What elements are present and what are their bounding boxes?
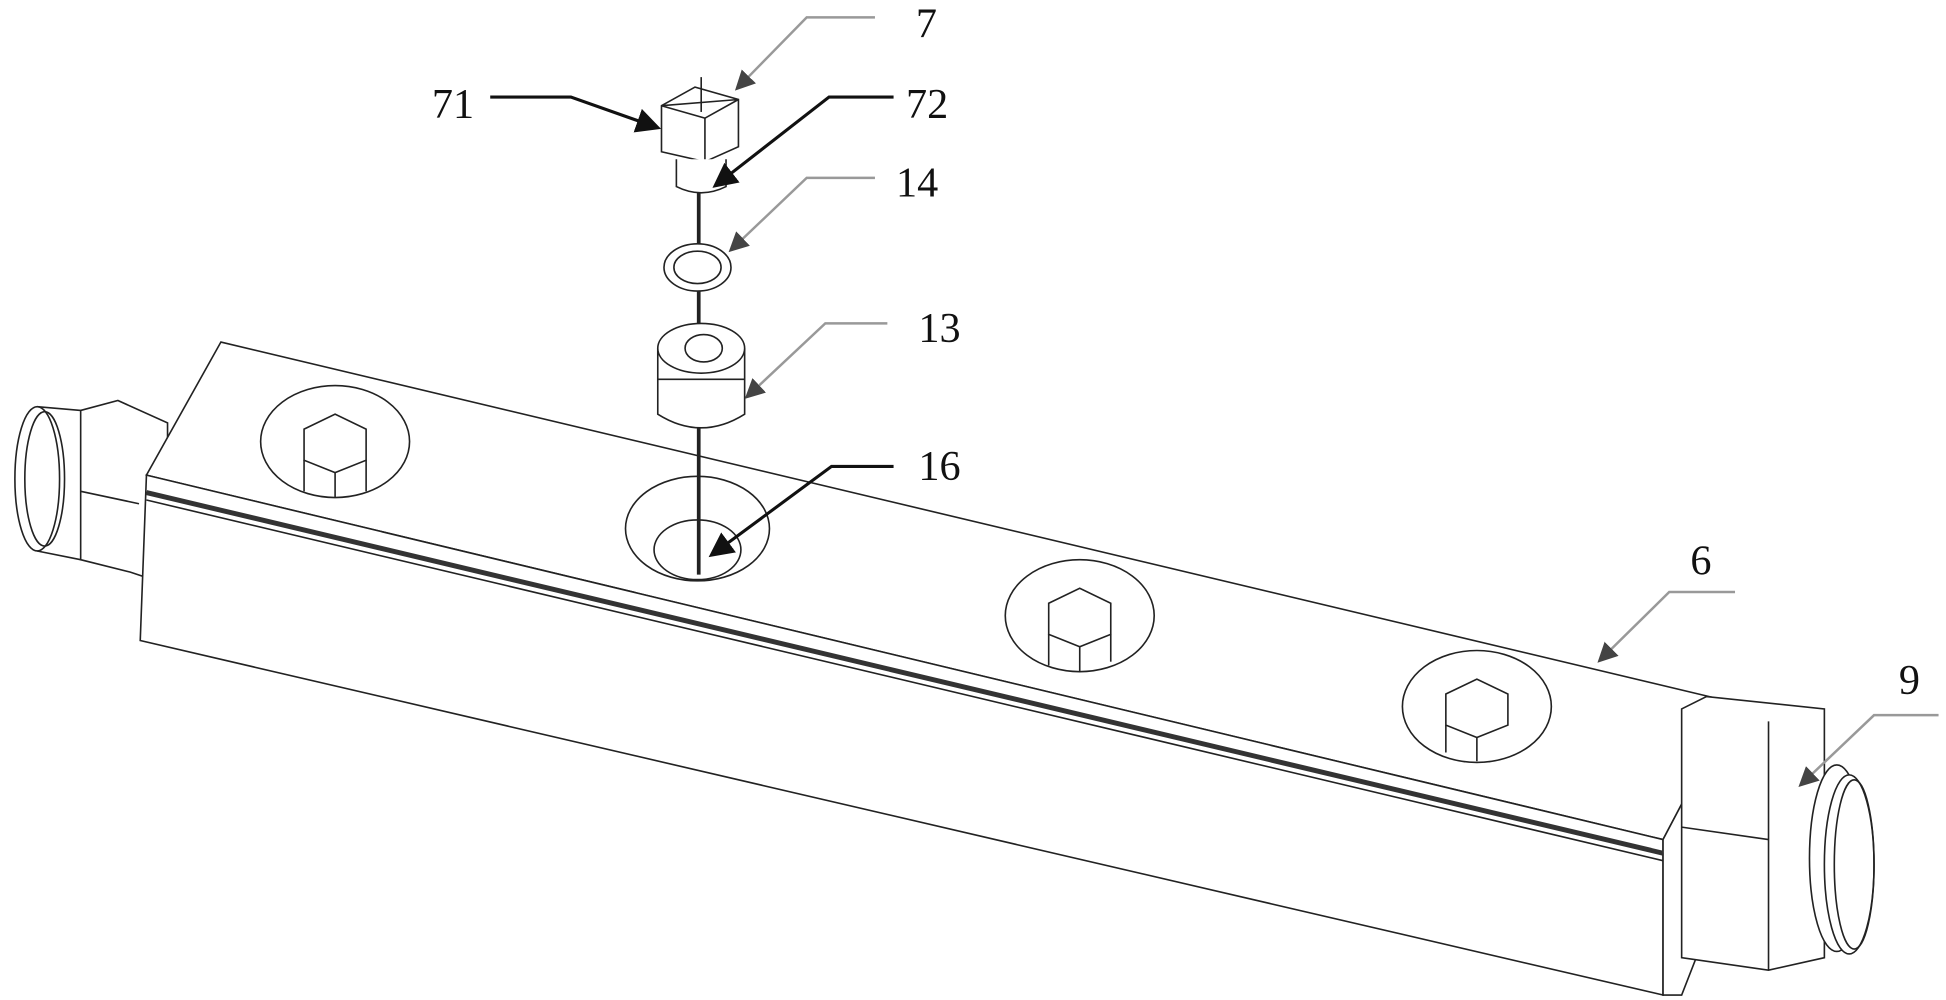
label-7: 7 [916,0,937,47]
part-13-sleeve [656,322,746,429]
label-71: 71 [432,81,474,128]
label-16: 16 [918,443,960,490]
manifold-bar [139,341,1737,997]
label-14: 14 [896,159,938,206]
right-fitting [1680,695,1875,971]
label-72: 72 [906,81,948,128]
label-13: 13 [918,305,960,352]
part-14-washer [663,242,732,292]
bolt-hole-4 [1401,649,1553,764]
bolt-hole-1 [259,384,411,499]
leader-lines [490,16,1939,788]
part-7-hex-nut [660,77,740,194]
bolt-hole-3 [1004,558,1156,673]
label-9: 9 [1899,657,1920,704]
label-6: 6 [1690,538,1711,585]
